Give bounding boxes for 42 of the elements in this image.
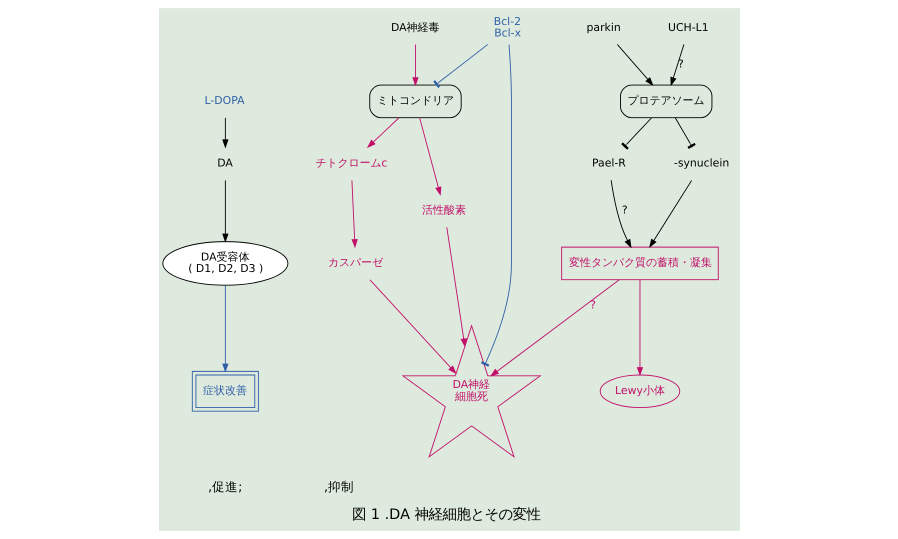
node-text: Pael-R xyxy=(591,156,626,170)
arrow xyxy=(366,117,399,148)
arrow xyxy=(412,44,418,86)
arrow xyxy=(368,279,456,374)
node-text: parkin xyxy=(586,20,620,34)
label: ,抑制 xyxy=(324,478,354,494)
node-text: 活性酸素 xyxy=(422,204,466,217)
node-box: 症状改善 xyxy=(191,370,258,412)
arrow xyxy=(222,284,228,373)
arrow xyxy=(616,44,654,86)
edge-label: ? xyxy=(677,57,684,70)
connector xyxy=(674,117,696,149)
node-text: DA xyxy=(216,156,232,170)
node-text: UCH-L1 xyxy=(668,20,708,34)
arrow xyxy=(222,180,228,243)
arrow xyxy=(222,117,228,148)
edge-label: ? xyxy=(590,298,596,312)
node-box: ミトコンドリア xyxy=(368,84,462,118)
node-ellipse: DA受容体 ( D1, D2, D3 ) xyxy=(162,241,288,286)
connector xyxy=(480,44,512,367)
node-text: チトクロームc xyxy=(314,156,387,170)
arrow xyxy=(670,44,684,86)
node-ellipse: Lewy小体 xyxy=(599,374,680,408)
node-text: -synuclein xyxy=(673,156,729,170)
node-text: カスパーゼ xyxy=(328,256,383,270)
arrow xyxy=(350,180,358,248)
node-box: プロテアソーム xyxy=(620,84,712,118)
arrow xyxy=(636,279,643,376)
arrow xyxy=(418,117,441,196)
arrow xyxy=(490,279,620,377)
node-text: DA神経毒 xyxy=(390,20,440,34)
caption: 図 1 .DA 神経細胞とその変性 xyxy=(352,506,540,523)
node-text: L-DOPA xyxy=(204,94,244,108)
edge-label: ? xyxy=(621,204,628,217)
arrow xyxy=(446,226,466,348)
connector xyxy=(620,117,652,150)
arrow xyxy=(610,180,632,248)
label: ,促進; xyxy=(208,478,242,494)
arrow xyxy=(648,180,692,248)
node-text: Bcl-2 Bcl-x xyxy=(493,14,521,40)
node-box: 変性タンパク質の蓄積・凝集 xyxy=(560,246,718,280)
connector xyxy=(432,44,488,88)
